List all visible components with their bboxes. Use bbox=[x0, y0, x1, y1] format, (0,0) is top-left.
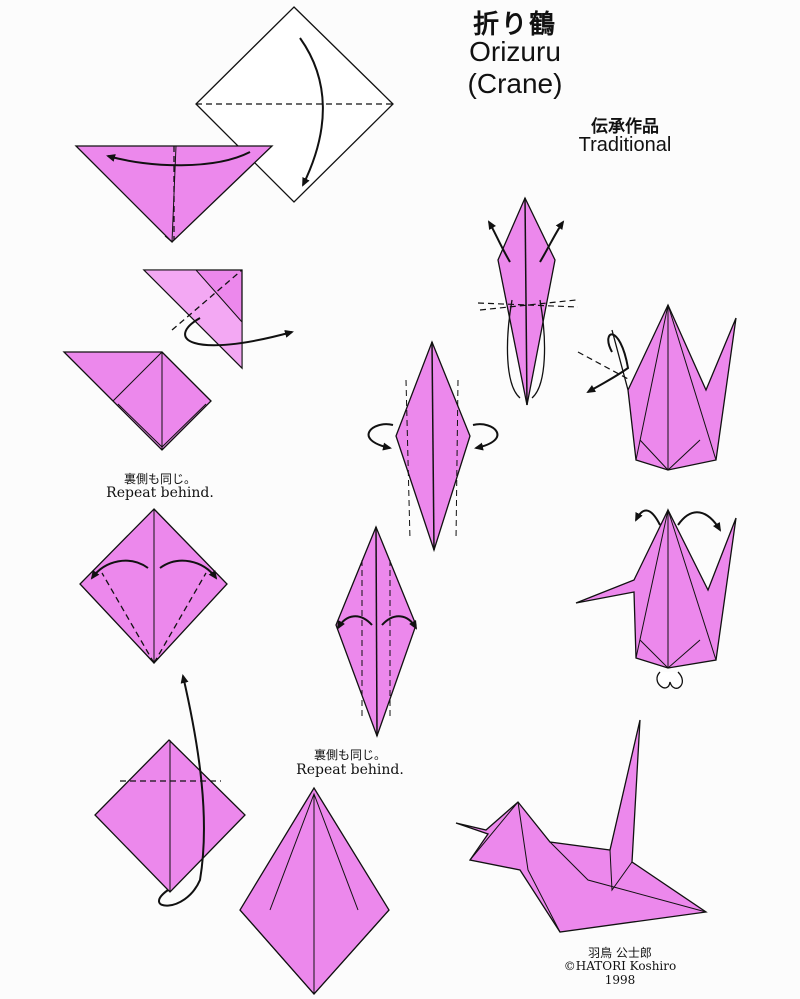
credit-author-english: ©HATORI Koshiro bbox=[563, 959, 677, 973]
credit-author-japanese: 羽鳥 公士郎 bbox=[588, 946, 652, 960]
title-subtitle: (Crane) bbox=[467, 68, 563, 99]
step-5-kite bbox=[79, 508, 228, 664]
title-english: Orizuru bbox=[469, 36, 561, 67]
note-repeat-behind-english: Repeat behind. bbox=[106, 485, 214, 501]
step-13-crane bbox=[455, 719, 708, 933]
step-6-petal bbox=[94, 674, 246, 907]
tradition-label-english: Traditional bbox=[578, 134, 672, 156]
note-repeat-behind-japanese: 裏側も同じ。 bbox=[123, 472, 196, 486]
step-11-head bbox=[577, 303, 737, 471]
step-10-reverse bbox=[477, 196, 579, 406]
step-8-narrow bbox=[335, 525, 417, 738]
step-7-bird-base bbox=[239, 786, 390, 995]
step-4-preliminary bbox=[62, 351, 212, 451]
step-12-wings bbox=[575, 508, 737, 689]
note-repeat-behind-english: Repeat behind. bbox=[296, 762, 404, 778]
credit-year: 1998 bbox=[604, 973, 636, 987]
step-9-narrow-2 bbox=[367, 340, 499, 553]
step-3-squash bbox=[142, 269, 294, 370]
title-japanese: 折り鶴 bbox=[472, 10, 557, 40]
tradition-label-japanese: 伝承作品 bbox=[591, 117, 659, 137]
step-2-triangle bbox=[74, 145, 274, 244]
note-repeat-behind-japanese: 裏側も同じ。 bbox=[313, 748, 386, 762]
